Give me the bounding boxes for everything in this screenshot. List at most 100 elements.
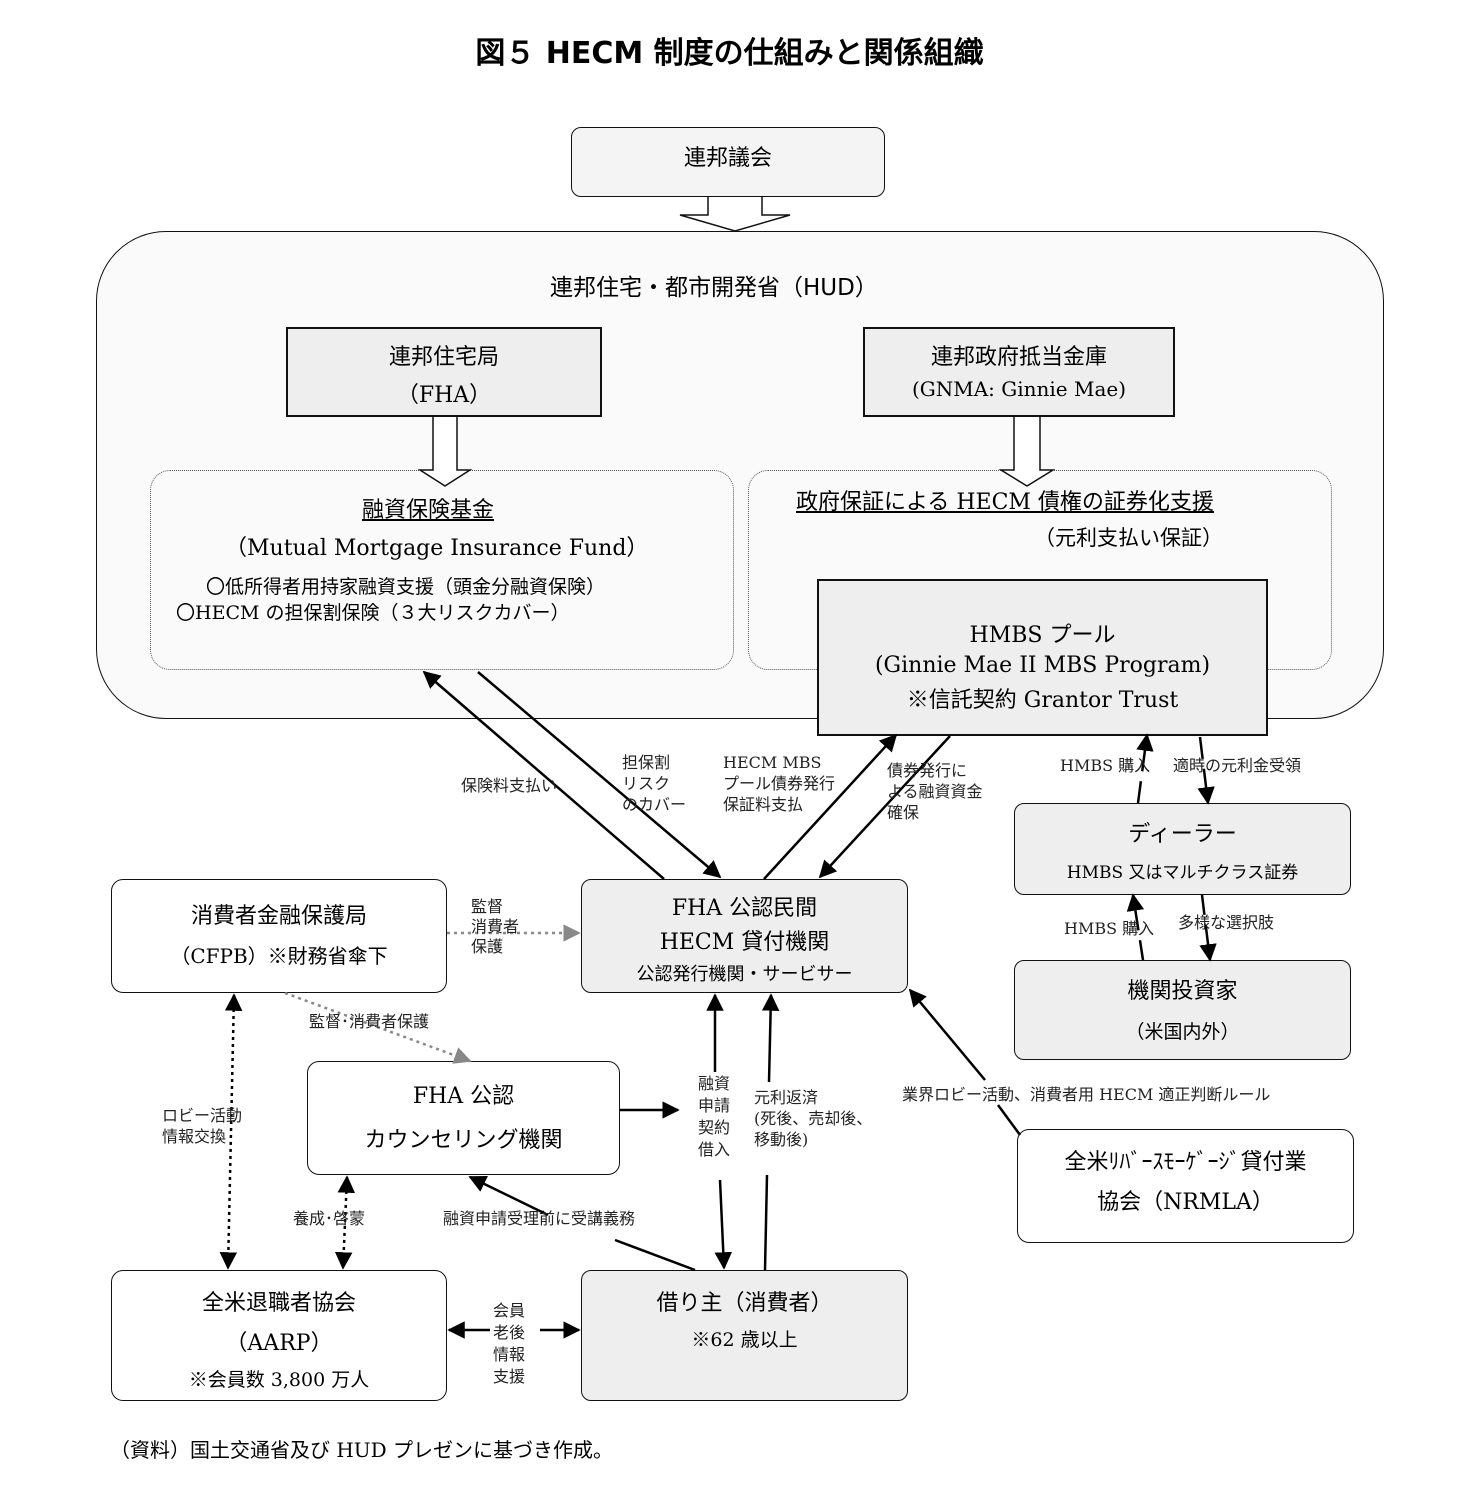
lobby-info-label-line: 情報交換: [162, 1127, 227, 1146]
nrmla-box: 全米ﾘﾊﾞｰｽﾓｰｹﾞｰｼﾞ貸付業 協会（NRMLA）: [1017, 1129, 1354, 1243]
borrower-box: 借り主（消費者） ※62 歳以上: [581, 1270, 908, 1401]
funding-label-line: よる融資資金: [887, 782, 983, 801]
fha-to-mmif-arrow: [417, 417, 473, 487]
mmif-title: 融資保険基金: [362, 498, 495, 523]
supervise-label-line: 消費者: [471, 917, 520, 936]
gnma-name: 連邦政府抵当金庫: [930, 345, 1107, 370]
mandatory-counseling-line: [614, 1238, 696, 1272]
supervise-label-line: 監督: [471, 897, 504, 916]
risk-label: 担保割 リスク のカバー: [622, 752, 686, 815]
mmif-subtitle: （Mutual Mortgage Insurance Fund）: [225, 536, 649, 561]
mandatory-counseling-arrow: [468, 1175, 549, 1217]
lobby-info-label-line: ロビー活動: [162, 1106, 243, 1125]
funding-label-line: 債券発行に: [887, 761, 968, 780]
member-support-label-line: 情報: [493, 1345, 526, 1364]
repay-label-line: (死後、売却後、: [754, 1109, 873, 1128]
repay-label-line: 移動後): [754, 1130, 809, 1149]
supervise-label-1: 監督 消費者 保護: [471, 897, 519, 957]
mmif-box: [150, 470, 734, 670]
apply-label-line: 契約: [698, 1118, 731, 1137]
securitization-subtitle: （元利支払い保証）: [1034, 526, 1223, 550]
fha-abbr: （FHA）: [396, 383, 492, 408]
investor-box: 機関投資家 （米国内外）: [1014, 960, 1351, 1060]
congress-to-hud-arrow: [679, 197, 791, 232]
hmbs-buy-label-2: HMBS 購入: [1064, 919, 1155, 938]
repay-arrow-lower: [763, 1174, 769, 1271]
training-arrow: [334, 1175, 356, 1270]
lobby-info-label: ロビー活動 情報交換: [162, 1105, 242, 1147]
counseling-line-1: FHA 公認: [412, 1084, 515, 1109]
repay-arrow-upper: [761, 993, 780, 1083]
hmbs-buy-arrow-1: [1136, 733, 1154, 804]
repay-label-line: 元利返済: [754, 1088, 819, 1107]
securitization-title: 政府保証による HECM 債権の証券化支援: [796, 490, 1214, 515]
guarantee-fee-label-line: 保証料支払: [723, 795, 804, 814]
dealer-box: ディーラー HMBS 又はマルチクラス証券: [1014, 803, 1351, 895]
congress-label: 連邦議会: [683, 146, 772, 171]
investor-sub: （米国内外）: [1125, 1021, 1240, 1043]
page-title: 図５ HECM 制度の仕組みと関係組織: [475, 36, 984, 71]
risk-label-line: 担保割: [622, 753, 671, 772]
supervise-label-2: 監督･消費者保護: [309, 1012, 430, 1031]
industry-lobby-label: 業界ロビー活動、消費者用 HECM 適正判断ルール: [902, 1085, 1271, 1104]
lender-line-2: HECM 貸付機関: [659, 930, 830, 955]
funding-label: 債券発行に よる融資資金 確保: [887, 760, 983, 823]
gnma-box: 連邦政府抵当金庫 (GNMA: Ginnie Mae): [863, 327, 1175, 417]
aarp-abbr: （AARP）: [225, 1331, 333, 1356]
member-support-label-line: 老後: [493, 1323, 526, 1342]
cfpb-box: 消費者金融保護局 （CFPB）※財務省傘下: [111, 879, 447, 993]
gnma-abbr: (GNMA: Ginnie Mae): [911, 377, 1127, 401]
dealer-sub: HMBS 又はマルチクラス証券: [1066, 863, 1299, 883]
repay-label: 元利返済 (死後、売却後、 移動後): [754, 1087, 872, 1150]
borrower-age: ※62 歳以上: [691, 1329, 798, 1351]
funding-label-line: 確保: [887, 803, 920, 822]
industry-lobby-line: [996, 1104, 1022, 1136]
mandatory-label: 融資申請受理前に受講義務: [443, 1209, 636, 1228]
member-support-label-line: 支援: [493, 1367, 526, 1386]
investor-title: 機関投資家: [1127, 979, 1238, 1004]
premium-arrow: [422, 670, 665, 880]
industry-lobby-arrow: [908, 988, 986, 1081]
nrmla-line-1: 全米ﾘﾊﾞｰｽﾓｰｹﾞｰｼﾞ貸付業: [1064, 1150, 1307, 1175]
source-note: （資料）国土交通省及び HUD プレゼンに基づき作成。: [110, 1438, 614, 1462]
mmif-bullet-2: 〇HECM の担保割保険（３大リスクカバー）: [176, 602, 570, 624]
guarantee-fee-label-line: プール債券発行: [723, 774, 836, 793]
hmbs-pool-box: HMBS プール (Ginnie Mae II MBS Program) ※信託…: [817, 579, 1268, 736]
gnma-to-securitization-arrow: [998, 417, 1056, 487]
hud-label: 連邦住宅・都市開発省（HUD）: [550, 275, 878, 301]
training-label: 養成･啓蒙: [293, 1209, 366, 1228]
hmbs-buy-arrow-2: [1126, 893, 1145, 961]
aarp-name: 全米退職者協会: [201, 1291, 356, 1316]
guarantee-fee-arrow: [763, 733, 898, 880]
cfpb-abbr: （CFPB）※財務省傘下: [170, 944, 388, 968]
hmbs-program: (Ginnie Mae II MBS Program): [874, 653, 1211, 678]
apply-label-line: 借入: [698, 1140, 731, 1159]
choices-arrow: [1199, 894, 1217, 962]
hmbs-pool-name: HMBS プール: [969, 623, 1116, 648]
lender-line-3: 公認発行機関・サービサー: [636, 964, 853, 985]
choices-label: 多様な選択肢: [1178, 913, 1275, 932]
nrmla-line-2: 協会（NRMLA）: [1097, 1190, 1274, 1215]
apply-arrow-lower: [714, 1179, 733, 1270]
apply-label: 融資 申請 契約 借入: [698, 1073, 730, 1161]
cfpb-name: 消費者金融保護局: [190, 904, 367, 929]
premium-label: 保険料支払い: [461, 776, 558, 795]
timely-payment-label: 適時の元利金受領: [1173, 756, 1302, 775]
counseling-line-2: カウンセリング機関: [364, 1128, 563, 1153]
lender-box: FHA 公認民間 HECM 貸付機関 公認発行機関・サービサー: [581, 879, 908, 993]
apply-label-line: 融資: [698, 1074, 731, 1093]
hmbs-buy-label-1: HMBS 購入: [1060, 756, 1151, 775]
aarp-members: ※会員数 3,800 万人: [188, 1369, 370, 1391]
hmbs-trust: ※信託契約 Grantor Trust: [906, 688, 1179, 713]
mmif-bullet-1: 〇低所得者用持家融資支援（頭金分融資保険）: [206, 576, 606, 598]
risk-cover-arrow: [477, 671, 722, 879]
cfpb-to-counseling-arrow: [284, 991, 472, 1064]
borrower-title: 借り主（消費者）: [656, 1291, 833, 1316]
guarantee-fee-label-line: HECM MBS: [723, 753, 822, 772]
member-support-label: 会員 老後 情報 支援: [493, 1300, 525, 1388]
dealer-title: ディーラー: [1128, 822, 1237, 847]
guarantee-fee-label: HECM MBS プール債券発行 保証料支払: [723, 752, 835, 815]
member-support-label-line: 会員: [493, 1301, 526, 1320]
apply-label-line: 申請: [698, 1096, 731, 1115]
